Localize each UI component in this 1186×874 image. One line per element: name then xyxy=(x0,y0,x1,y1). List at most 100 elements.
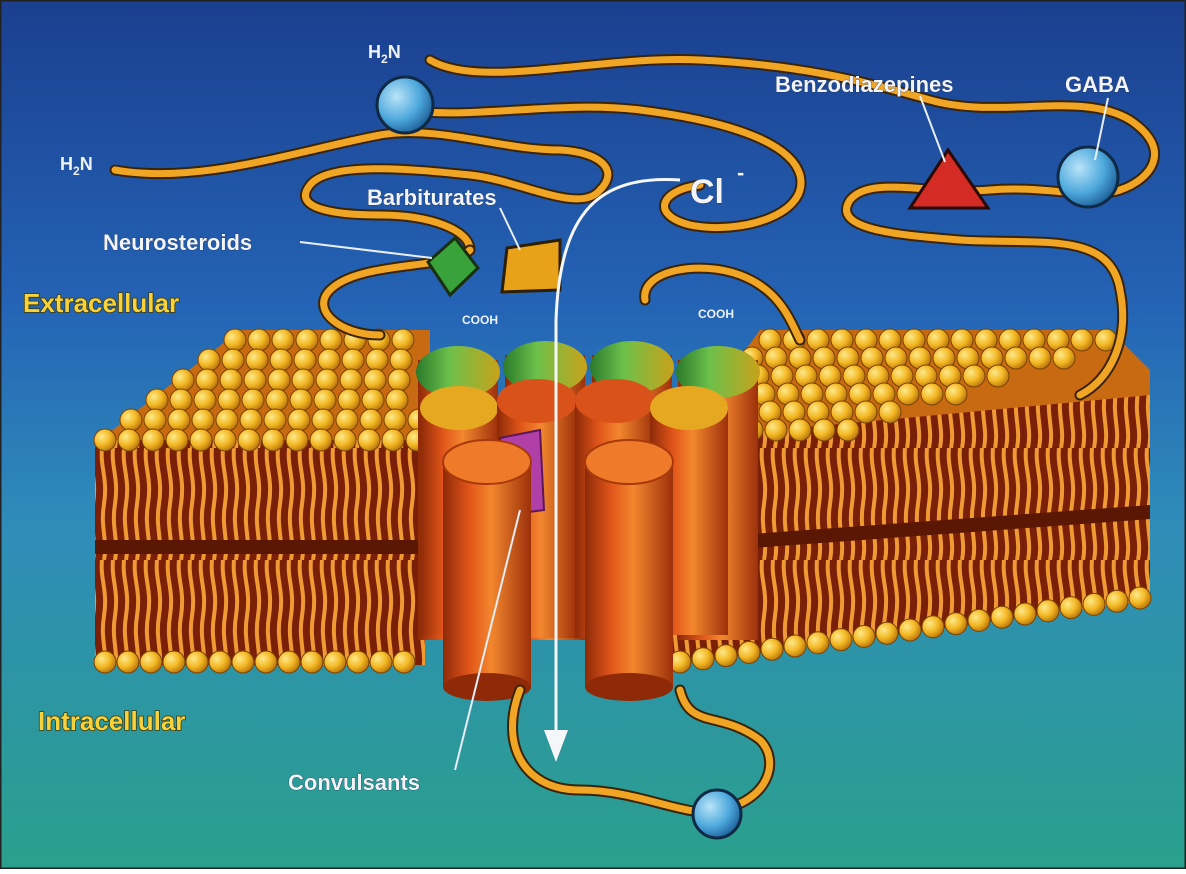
lipid-head xyxy=(286,429,308,451)
lipid-head xyxy=(270,349,292,371)
lipid-head xyxy=(238,429,260,451)
lipid-head xyxy=(382,429,404,451)
lipid-head xyxy=(1071,329,1093,351)
lipid-head xyxy=(738,641,760,663)
lipid-head xyxy=(242,389,264,411)
lipid-head xyxy=(290,389,312,411)
membrane-mid-left xyxy=(95,540,425,554)
lipid-head xyxy=(879,401,901,423)
lipid-head xyxy=(347,651,369,673)
lipid-head xyxy=(194,389,216,411)
lipid-head xyxy=(366,349,388,371)
lipid-head xyxy=(240,409,262,431)
lipid-head xyxy=(342,349,364,371)
lipid-head xyxy=(314,389,336,411)
lipid-head xyxy=(334,429,356,451)
lipid-head xyxy=(1005,347,1027,369)
lipid-head xyxy=(232,651,254,673)
lipid-head xyxy=(876,622,898,644)
lipid-head xyxy=(384,409,406,431)
gaba-label: GABA xyxy=(1065,72,1130,97)
lipid-head xyxy=(246,349,268,371)
extracellular-label: Extracellular xyxy=(23,288,179,318)
lipid-head xyxy=(336,409,358,431)
lipid-head xyxy=(963,365,985,387)
lipid-head xyxy=(837,419,859,441)
convulsants-label: Convulsants xyxy=(288,770,420,795)
n-terminus-sphere-icon xyxy=(377,77,433,133)
lipid-head xyxy=(813,419,835,441)
lipid-head xyxy=(1037,600,1059,622)
lipid-head xyxy=(807,632,829,654)
lipid-head xyxy=(358,429,380,451)
lipid-head xyxy=(789,419,811,441)
lipid-head xyxy=(765,419,787,441)
lipid-head xyxy=(190,429,212,451)
lipid-head xyxy=(170,389,192,411)
lipid-head xyxy=(692,648,714,670)
lipid-head xyxy=(393,651,415,673)
lipid-head xyxy=(294,349,316,371)
lipid-head xyxy=(222,349,244,371)
lipid-head xyxy=(945,383,967,405)
lipid-head xyxy=(1053,347,1075,369)
lipid-head xyxy=(262,429,284,451)
chloride-charge-label: - xyxy=(737,160,744,185)
lipid-head xyxy=(1029,347,1051,369)
chloride-label: Cl xyxy=(690,173,724,211)
lipid-head xyxy=(324,651,346,673)
benzodiazepines-label: Benzodiazepines xyxy=(775,72,953,97)
lipid-head xyxy=(784,635,806,657)
lipid-head xyxy=(264,409,286,431)
lipid-head xyxy=(168,409,190,431)
lipid-head xyxy=(987,365,1009,387)
intracellular-label: Intracellular xyxy=(38,706,185,736)
lipid-head xyxy=(1014,603,1036,625)
lipid-head xyxy=(278,651,300,673)
lipid-head xyxy=(292,369,314,391)
lipid-head xyxy=(320,329,342,351)
lipid-head xyxy=(266,389,288,411)
lipid-head xyxy=(318,349,340,371)
lipid-head xyxy=(968,609,990,631)
lipid-head xyxy=(94,651,116,673)
lipid-head xyxy=(388,369,410,391)
lipid-head xyxy=(362,389,384,411)
lipid-head xyxy=(209,651,231,673)
lipid-head xyxy=(166,429,188,451)
lipid-head xyxy=(360,409,382,431)
lipid-head xyxy=(268,369,290,391)
lipid-head xyxy=(218,389,240,411)
cooh-right-label: COOH xyxy=(698,307,734,321)
lipid-head xyxy=(301,651,323,673)
lipid-head xyxy=(146,389,168,411)
lipid-head xyxy=(1106,590,1128,612)
lipid-head xyxy=(761,638,783,660)
lipid-head xyxy=(216,409,238,431)
lipid-head xyxy=(340,369,362,391)
lipid-head xyxy=(248,329,270,351)
lipid-head xyxy=(312,409,334,431)
lipid-head xyxy=(214,429,236,451)
lipid-head xyxy=(288,409,310,431)
lipid-head xyxy=(830,629,852,651)
lipid-head xyxy=(922,616,944,638)
lipid-head xyxy=(142,429,164,451)
lipid-head xyxy=(316,369,338,391)
lipid-head xyxy=(390,349,412,371)
lipid-head xyxy=(255,651,277,673)
neurosteroids-label: Neurosteroids xyxy=(103,230,252,255)
lipid-head xyxy=(853,625,875,647)
lipid-head xyxy=(991,606,1013,628)
lipid-head xyxy=(118,429,140,451)
lipid-head xyxy=(220,369,242,391)
lipid-head xyxy=(945,613,967,635)
lipid-head xyxy=(192,409,214,431)
lipid-head xyxy=(1129,587,1151,609)
lipid-head xyxy=(921,383,943,405)
barbiturates-label: Barbiturates xyxy=(367,185,497,210)
lipid-head xyxy=(144,409,166,431)
lipid-head xyxy=(392,329,414,351)
